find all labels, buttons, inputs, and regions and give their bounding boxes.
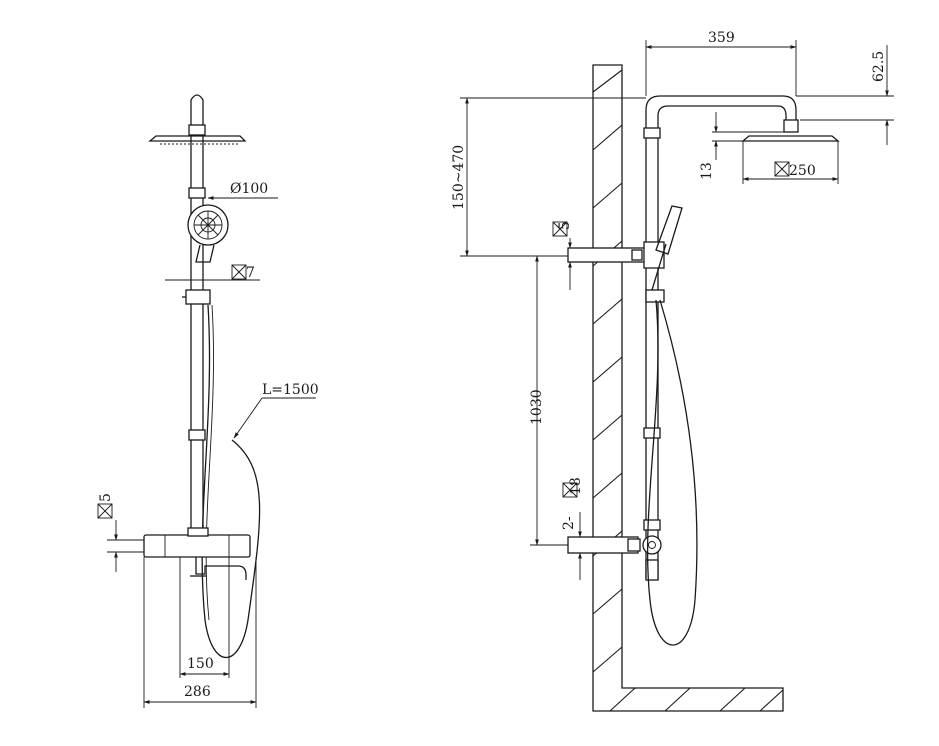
shower-hose [201,304,261,659]
dim-hose-length: L=1500 [262,382,319,398]
dim-height-range: 150~470 [451,145,467,210]
square-symbol [97,503,113,519]
dim-inlet-size: 5 [98,493,114,502]
wall-section [592,64,784,712]
head-connector [783,119,799,133]
pipe-joint [188,124,206,136]
inlet-nut [627,538,641,552]
rain-shower-head-side [741,135,840,142]
dim-inlet-size-prefix: 2- [561,516,577,530]
shower-hose-side [646,299,698,646]
handset-grip [651,243,667,291]
dim-mixer-width: 286 [184,684,211,700]
riser-top-cap [190,94,204,110]
rain-shower-head [148,135,247,142]
front-view: 7 Ø100 L=1500 5 150 [97,94,319,708]
hand-shower-spray-holes [194,211,222,239]
pipe-joint [643,127,661,139]
dim-bracket-height: 1030 [529,389,545,425]
dim-head-diameter: Ø100 [230,181,268,197]
hose-outlet [645,559,659,581]
slide-bracket-side [645,289,665,303]
riser-with-arm-outer [645,95,797,580]
pipe-joint [188,187,206,199]
dim-arm-rise: 62.5 [871,51,887,82]
pipe-joint [643,519,661,531]
tub-spout [195,557,247,580]
square-symbol [774,161,790,177]
dim-arm-reach: 359 [708,30,735,46]
bracket-nut [631,249,643,261]
dim-head-size: 250 [789,163,816,179]
side-view: 359 62.5 13 250 5 [451,30,894,712]
handset-holder [643,241,665,269]
dim-inlet-size: 18 [568,477,584,495]
square-symbol [231,264,247,280]
mixer-top-outlet [187,527,209,537]
dim-inlet-centers: 150 [187,656,214,672]
square-symbol [562,482,578,498]
shower-hose-inner [205,304,214,621]
square-symbol [552,221,568,237]
leader-line [233,397,263,439]
mixer-body [143,534,251,558]
pipe-joint [643,427,661,439]
dim-head-gap: 13 [699,162,715,180]
dim-bracket-size: 7 [246,265,255,281]
dim-bracket-size: 5 [557,221,573,230]
pipe-joint [188,429,206,441]
hand-shower-handle [195,244,215,263]
slide-bracket [185,289,211,305]
riser-with-arm-inner [657,105,787,580]
diverter-knob [642,535,662,555]
